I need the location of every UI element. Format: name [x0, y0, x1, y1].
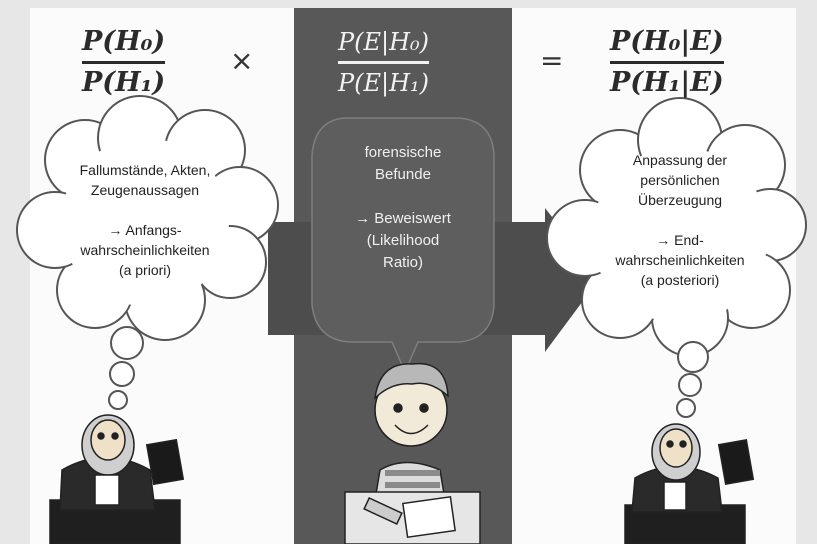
posterior-numerator: P(H₀|E)	[610, 26, 724, 57]
likelihood-ratio: P(E|H₀) P(E|H₁)	[338, 25, 430, 100]
expert-boy-icon	[344, 362, 481, 544]
equals-operator: =	[540, 44, 564, 77]
right-cloud-text: Anpassung der persönlichen Überzeugung →…	[615, 152, 745, 288]
prior-odds: P(H₀) P(H₁)	[82, 25, 166, 100]
lr-numerator: P(E|H₀)	[338, 28, 430, 56]
middle-bubble-text: forensische Befunde → Beweiswert (Likeli…	[355, 144, 451, 271]
fraction-bar	[610, 61, 724, 64]
left-cloud-text: Fallumstände, Akten, Zeugenaussagen → An…	[79, 162, 211, 278]
fraction-bar	[82, 61, 166, 64]
prior-denominator: P(H₁)	[82, 67, 166, 98]
posterior-odds: P(H₀|E) P(H₁|E)	[610, 25, 724, 100]
left-thought-cloud	[16, 95, 279, 410]
posterior-denominator: P(H₁|E)	[610, 67, 724, 98]
lr-denominator: P(E|H₁)	[338, 69, 430, 97]
fraction-bar	[338, 61, 430, 64]
left-judge-icon	[49, 414, 185, 544]
right-thought-cloud	[546, 97, 807, 418]
times-operator: ×	[230, 44, 254, 77]
right-judge-icon	[624, 423, 755, 544]
middle-speech-bubble	[311, 117, 495, 374]
prior-numerator: P(H₀)	[82, 26, 166, 57]
